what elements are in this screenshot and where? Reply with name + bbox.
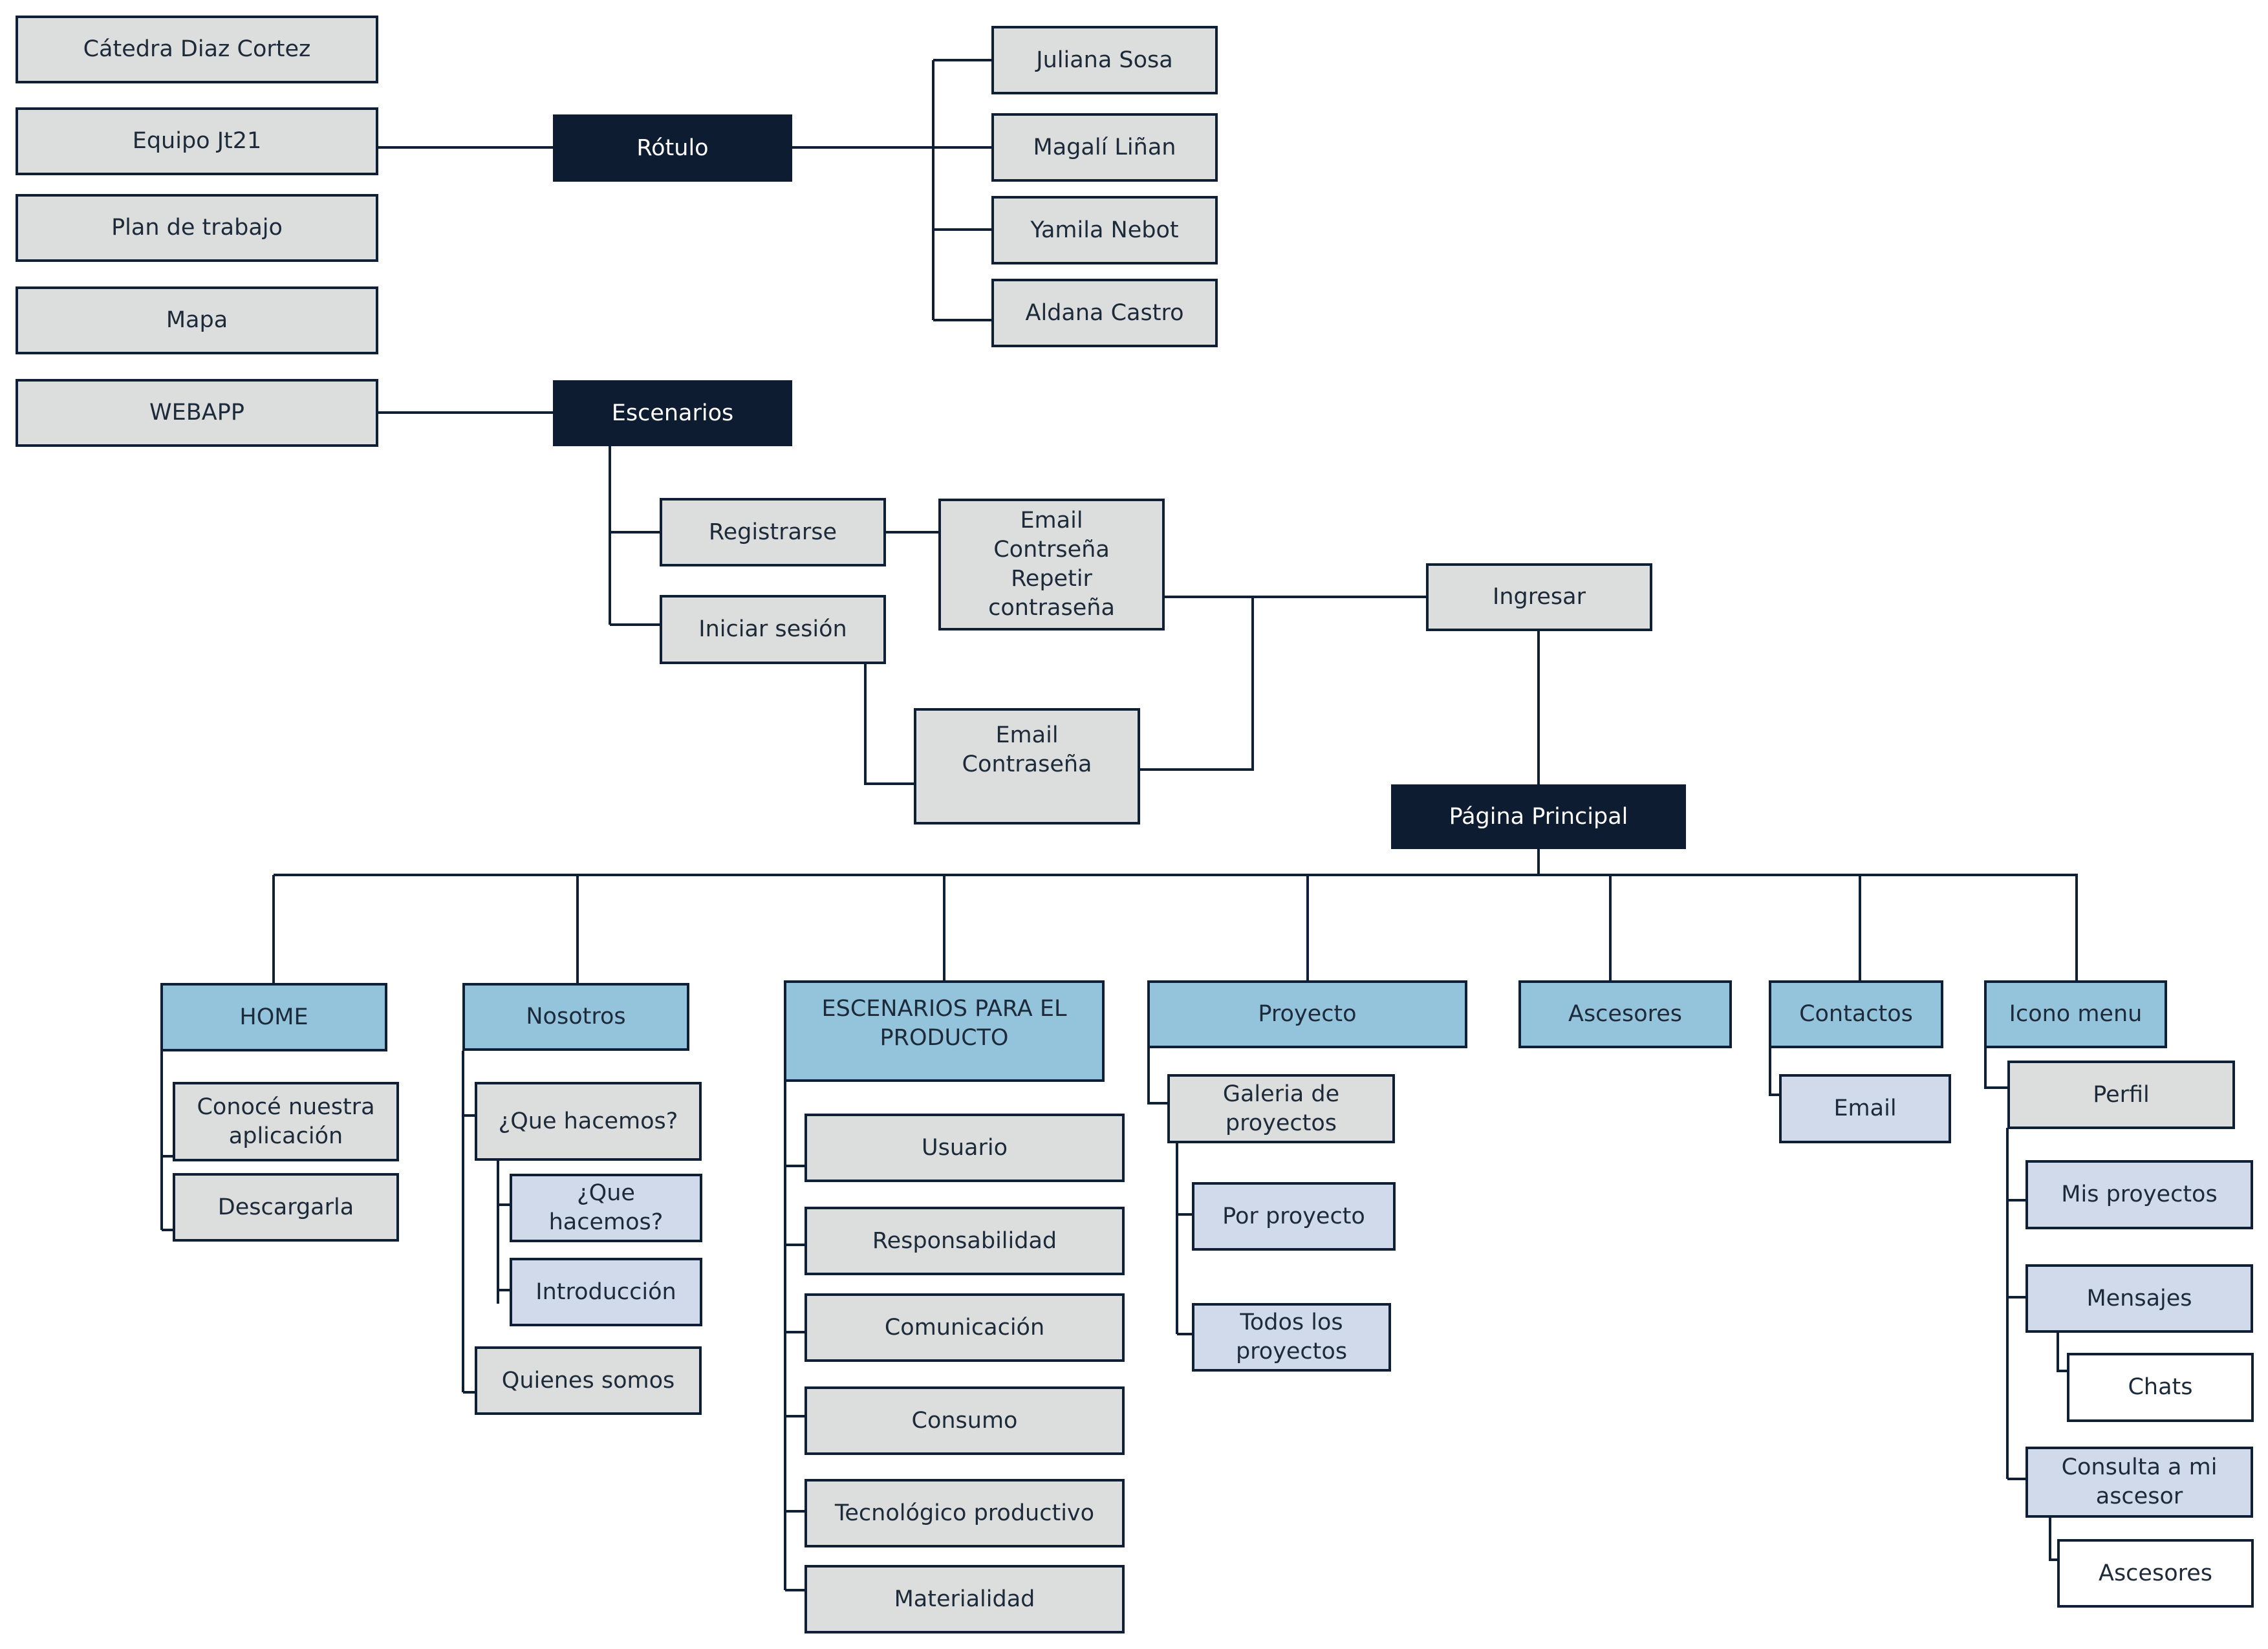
node-icono-menu: Icono menu xyxy=(1984,980,2167,1048)
node-chats: Chats xyxy=(2067,1353,2254,1422)
node-consulta-ascesor: Consulta a mi ascesor xyxy=(2025,1447,2253,1518)
node-proyecto: Proyecto xyxy=(1147,980,1467,1048)
node-quienes-somos: Quienes somos xyxy=(475,1346,702,1415)
node-contactos-email: Email xyxy=(1779,1074,1951,1143)
node-escenario-item: Consumo xyxy=(805,1386,1125,1455)
node-escenario-item: Tecnológico productivo xyxy=(805,1479,1125,1547)
node-nosotros-sub: ¿Que hacemos? xyxy=(510,1174,702,1242)
node-member: Juliana Sosa xyxy=(991,26,1218,94)
node-escenario-item: Responsabilidad xyxy=(805,1207,1125,1275)
node-equipo: Equipo Jt21 xyxy=(16,107,378,175)
node-que-hacemos: ¿Que hacemos? xyxy=(475,1082,702,1161)
connector xyxy=(1984,1048,2007,1089)
node-contactos: Contactos xyxy=(1769,980,1943,1048)
connector xyxy=(864,664,914,785)
node-webapp: WEBAPP xyxy=(16,379,378,447)
node-escenarios: Escenarios xyxy=(553,380,792,446)
node-perfil: Perfil xyxy=(2007,1061,2235,1129)
connector xyxy=(1769,1048,1779,1096)
node-registrarse: Registrarse xyxy=(660,498,886,566)
node-nosotros-sub: Introducción xyxy=(510,1258,702,1326)
node-login-fields: Email Contraseña xyxy=(914,708,1140,824)
node-escenario-item: Comunicación xyxy=(805,1293,1125,1362)
node-mensajes: Mensajes xyxy=(2025,1264,2253,1333)
node-mis-proyectos: Mis proyectos xyxy=(2025,1160,2253,1229)
node-home: HOME xyxy=(160,983,387,1051)
node-escenario-item: Materialidad xyxy=(805,1565,1125,1633)
node-member: Magalí Liñan xyxy=(991,113,1218,182)
node-catedra: Cátedra Diaz Cortez xyxy=(16,16,378,83)
node-member: Yamila Nebot xyxy=(991,196,1218,264)
node-register-fields: Email Contrseña Repetir contraseña xyxy=(938,499,1165,630)
node-proyecto-sub: Por proyecto xyxy=(1192,1182,1396,1251)
node-home-item: Descargarla xyxy=(173,1173,399,1242)
node-plan-de-trabajo: Plan de trabajo xyxy=(16,194,378,262)
node-ascesores-sub: Ascesores xyxy=(2057,1539,2254,1608)
connector xyxy=(1139,597,1254,771)
node-member: Aldana Castro xyxy=(991,279,1218,347)
connector xyxy=(2057,1331,2067,1372)
node-nosotros: Nosotros xyxy=(462,983,689,1051)
node-mapa: Mapa xyxy=(16,286,378,354)
node-ingresar: Ingresar xyxy=(1426,563,1652,631)
node-proyecto-sub: Todos los proyectos xyxy=(1192,1303,1391,1372)
node-escenario-item: Usuario xyxy=(805,1114,1125,1182)
node-rotulo: Rótulo xyxy=(553,114,792,182)
node-galeria: Galeria de proyectos xyxy=(1167,1074,1395,1143)
node-iniciar-sesion: Iniciar sesión xyxy=(660,595,886,664)
connector xyxy=(1147,1048,1167,1105)
connector xyxy=(2049,1516,2057,1561)
node-escenarios-producto: ESCENARIOS PARA EL PRODUCTO xyxy=(784,980,1105,1082)
node-home-item: Conocé nuestra aplicación xyxy=(173,1082,399,1161)
node-ascesores: Ascesores xyxy=(1518,980,1732,1048)
node-pagina-principal: Página Principal xyxy=(1391,784,1686,849)
